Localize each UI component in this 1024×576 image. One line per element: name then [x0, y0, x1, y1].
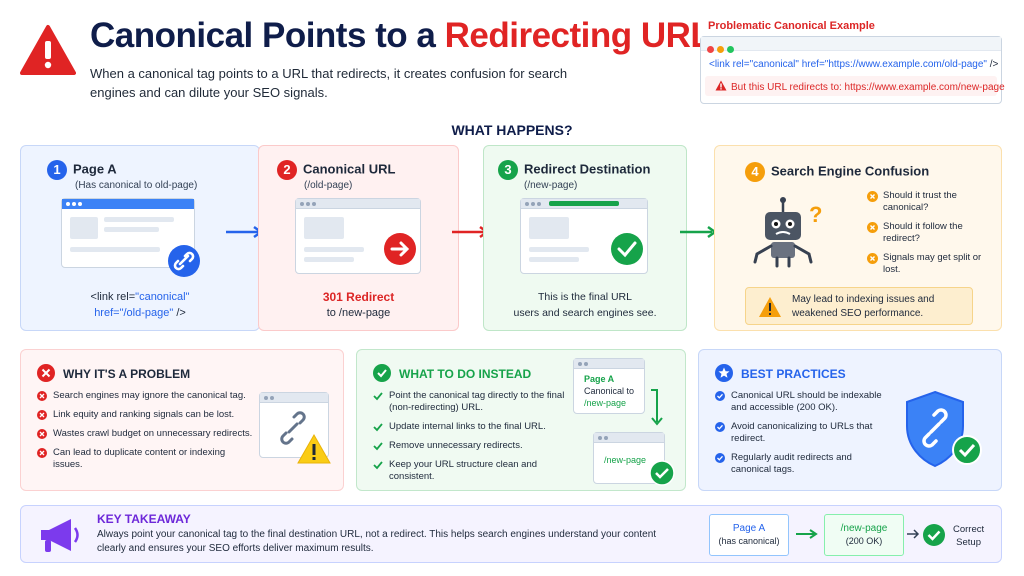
check-circle-icon	[715, 453, 725, 467]
x-circle-icon	[37, 391, 47, 405]
x-circle-icon	[37, 364, 55, 382]
warning-icon	[297, 434, 331, 464]
page-title: Canonical Points to a Redirecting URL	[90, 16, 712, 55]
list-item: Signals may get split or lost.	[867, 252, 997, 276]
instead-panel: WHAT TO DO INSTEAD Point the canonical t…	[356, 349, 686, 491]
page-subtitle: When a canonical tag points to a URL tha…	[90, 66, 568, 100]
example-browser: <link rel="canonical" href="https://www.…	[700, 36, 1005, 104]
list-item: Wastes crawl budget on unnecessary redir…	[37, 428, 257, 440]
what-happens-heading: WHAT HAPPENS?	[451, 122, 573, 138]
list-item: Search engines may ignore the canonical …	[37, 390, 257, 402]
check-circle-icon	[715, 391, 725, 405]
x-circle-icon	[37, 410, 47, 424]
list-item: Regularly audit redirects and canonical …	[715, 452, 885, 476]
list-item: Remove unnecessary redirects.	[373, 440, 573, 452]
key-takeaway: KEY TAKEAWAY Always point your canonical…	[20, 505, 1002, 563]
check-circle-icon	[373, 364, 391, 382]
list-item: Should it trust the canonical?	[867, 190, 997, 214]
check-circle-icon	[649, 460, 675, 486]
page-a-mini-browser: Page A Canonical to /new-page	[573, 358, 645, 414]
checkmark-icon	[373, 391, 383, 405]
x-circle-icon	[867, 191, 878, 206]
link-icon	[168, 245, 200, 277]
list-item: Avoid canonicalizing to URLs that redire…	[715, 421, 885, 445]
x-circle-icon	[867, 253, 878, 268]
instead-title: WHAT TO DO INSTEAD	[373, 364, 531, 382]
step-3-sub: (/new-page)	[524, 180, 578, 191]
x-circle-icon	[37, 429, 47, 443]
svg-text:?: ?	[809, 202, 822, 227]
broken-link-icon	[280, 411, 306, 445]
list-item: Canonical URL should be indexable and ac…	[715, 390, 885, 414]
check-circle-icon	[715, 422, 725, 436]
shield-link-icon	[906, 390, 982, 468]
x-circle-icon	[37, 448, 47, 462]
confusion-note: May lead to indexing issues and weakened…	[745, 287, 973, 325]
step-1-code: <link rel="canonical" href="/old-page" /…	[90, 291, 190, 319]
example-code: <link rel="canonical" href="https://www.…	[709, 59, 999, 70]
step-2-sub: (/old-page)	[304, 180, 353, 191]
robot-icon: ?	[753, 197, 822, 268]
problem-title: WHY IT'S A PROBLEM	[37, 364, 190, 382]
list-item: Update internal links to the final URL.	[373, 421, 573, 433]
arrow-down-icon	[651, 389, 663, 426]
list-item: Point the canonical tag directly to the …	[373, 390, 573, 414]
warning-icon	[715, 80, 727, 91]
takeaway-text: Always point your canonical tag to the f…	[97, 529, 657, 554]
flow-page-a: Page A(has canonical)	[709, 514, 789, 556]
redirect-arrow-icon	[384, 233, 416, 265]
list-item: Keep your URL structure clean and consis…	[373, 459, 573, 483]
check-circle-icon	[923, 524, 945, 546]
arrow-right-icon	[907, 529, 920, 539]
problem-panel: WHY IT'S A PROBLEM Search engines may ig…	[20, 349, 344, 491]
checkmark-icon	[611, 233, 643, 265]
best-practices-panel: BEST PRACTICES Canonical URL should be i…	[698, 349, 1002, 491]
star-icon	[715, 364, 733, 382]
arrow-right-icon	[796, 529, 818, 539]
x-circle-icon	[867, 222, 878, 237]
example-warning: But this URL redirects to: https://www.e…	[705, 76, 1005, 96]
example-title: Problematic Canonical Example	[708, 20, 875, 32]
problem-list: Search engines may ignore the canonical …	[37, 390, 257, 478]
checkmark-icon	[373, 441, 383, 455]
takeaway-title: KEY TAKEAWAY	[97, 512, 191, 526]
flow-new-page: /new-page(200 OK)	[824, 514, 904, 556]
list-item: Should it follow the redirect?	[867, 221, 997, 245]
warning-triangle-icon	[20, 25, 76, 75]
checkmark-icon	[373, 460, 383, 474]
instead-list: Point the canonical tag directly to the …	[373, 390, 573, 490]
best-title: BEST PRACTICES	[715, 364, 846, 382]
megaphone-icon	[41, 519, 79, 552]
list-item: Can lead to duplicate content or indexin…	[37, 447, 257, 471]
warning-icon	[759, 297, 781, 317]
checkmark-icon	[373, 422, 383, 436]
step-1-sub: (Has canonical to old-page)	[75, 180, 198, 191]
confusion-list: Should it trust the canonical? Should it…	[867, 190, 997, 283]
best-list: Canonical URL should be indexable and ac…	[715, 390, 885, 483]
list-item: Link equity and ranking signals can be l…	[37, 409, 257, 421]
arrow-right-icon	[680, 225, 718, 239]
